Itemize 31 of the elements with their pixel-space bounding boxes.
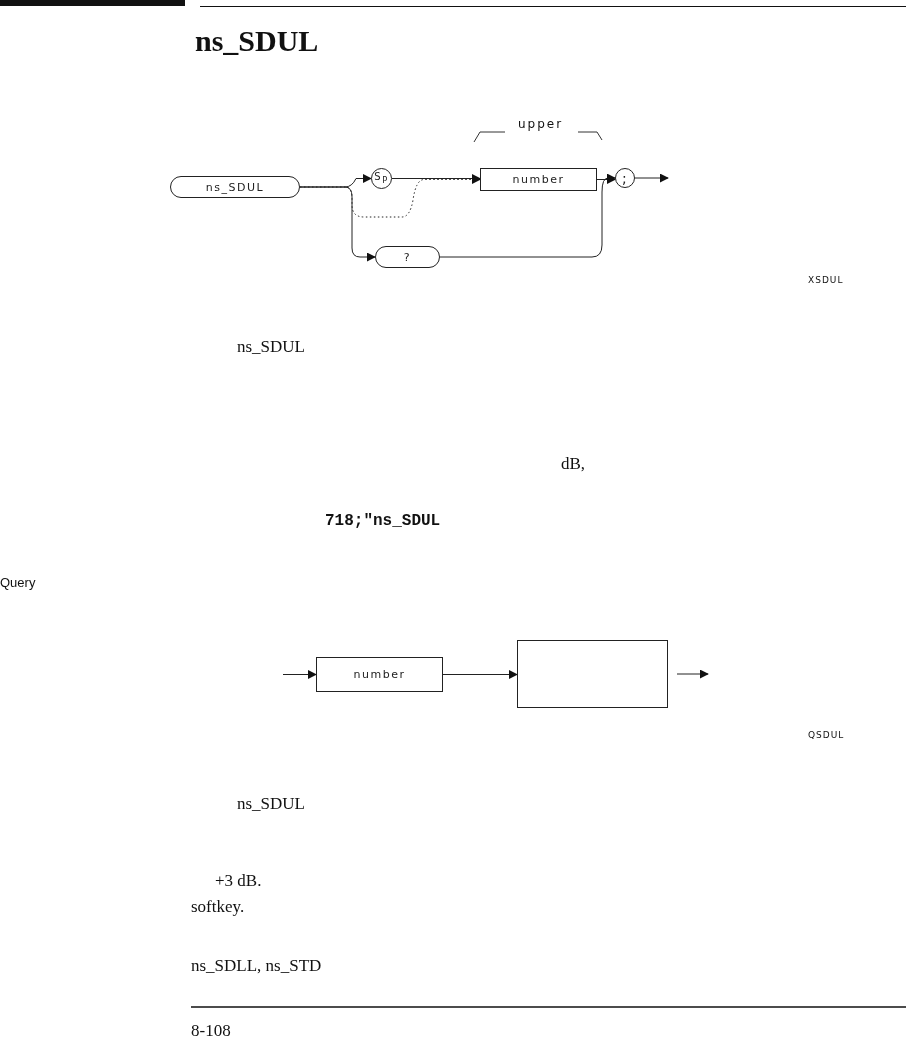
text-label: ns_SDUL [237,338,305,355]
node-label: number [512,174,565,185]
terminal-pill [375,246,440,268]
text-label: dB, [561,455,586,472]
arrow [299,186,376,262]
text-label: softkey. [191,898,245,915]
text-label: 718;"ns_SDUL [325,513,441,529]
process-box [480,168,597,191]
terminal-pill [170,176,300,198]
arrow [634,173,669,183]
text-label: 8-108 [191,1022,231,1038]
text-label: Query [0,576,36,589]
text-label: QSDUL [808,731,845,740]
node-label: number [353,669,406,680]
arrow [442,670,518,679]
arrow [282,670,317,679]
node-label: ; [621,171,629,185]
arrow [676,669,709,679]
node-label: S$_{P}$ [374,172,389,185]
terminal-circle [615,168,635,188]
text-label: +3 dB. [215,872,262,889]
text-label: ns_SDLL, ns_STD [191,957,322,974]
text-label: ns_SDUL [237,795,305,812]
process-box [316,657,443,692]
arrow [439,173,616,258]
text-label: XSDUL [808,276,844,285]
node-label: ns_SDUL [205,181,265,193]
text-label: upper [518,118,564,130]
title: ns_SDUL [195,24,319,58]
empty-box [517,640,668,708]
node-label: ? [403,251,412,263]
